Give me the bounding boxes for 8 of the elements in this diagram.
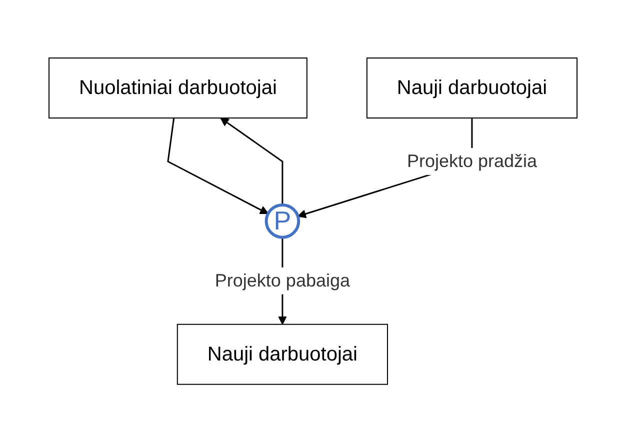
arrow [168, 118, 269, 214]
node-box: Nauji darbuotojai [366, 57, 578, 118]
edge-label: Projekto pradžia [407, 150, 538, 171]
edge-label: Projekto pabaiga [215, 270, 350, 290]
node-box: Nuolatiniai darbuotojai [48, 57, 308, 118]
node-circle: P [265, 203, 301, 239]
arrow [220, 117, 284, 205]
node-box: Nauji darbuotojai [177, 324, 388, 385]
